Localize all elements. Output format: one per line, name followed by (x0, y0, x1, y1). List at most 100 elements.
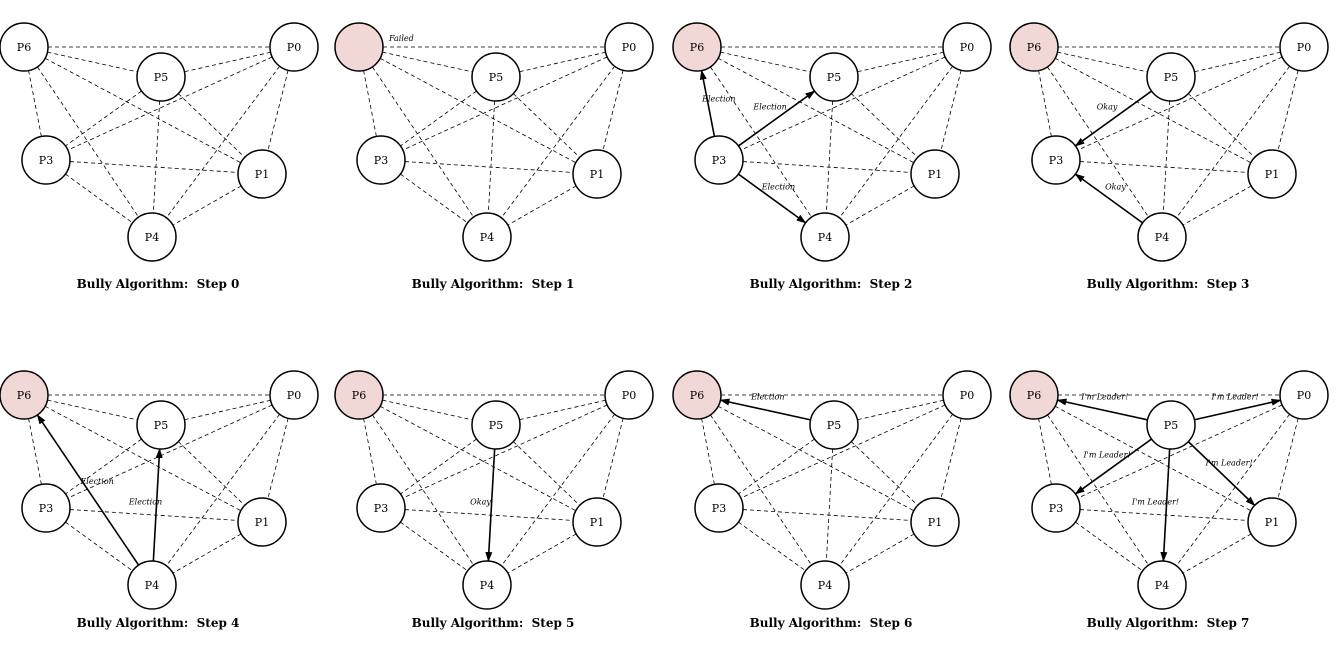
process-label: P3 (39, 154, 53, 167)
process-circle (471, 52, 521, 102)
connection-P5-P4 (825, 448, 834, 562)
message-label: Okay (1105, 183, 1126, 192)
process-node-P4: P4 (1137, 212, 1187, 262)
connection-P0-P1 (940, 418, 962, 499)
connection-P3-P1 (742, 161, 912, 173)
failed-process-circle (672, 22, 722, 72)
connection-P5-P1 (1188, 93, 1255, 158)
process-label: P6 (1027, 389, 1041, 402)
process-label: P1 (255, 516, 269, 529)
process-label: P1 (1265, 516, 1279, 529)
process-node-P1: P1 (572, 497, 622, 547)
process-circle (1279, 22, 1329, 72)
process-label: P3 (712, 154, 726, 167)
connection-P6-P3 (363, 70, 377, 137)
connection-P1-P4 (507, 185, 577, 226)
caption-step-3: Bully Algorithm: Step 3 (1086, 277, 1250, 291)
message-arrow-P4-P3 (1074, 173, 1144, 224)
message-arrow-P4-P6 (36, 414, 140, 566)
process-circle (1247, 497, 1297, 547)
process-label: P3 (39, 502, 53, 515)
connection-P3-P4 (738, 521, 806, 572)
process-node-P3: P3 (21, 135, 71, 185)
message-label: I'm Leader! (1082, 451, 1130, 460)
failed-process-circle (1009, 370, 1059, 420)
process-circle (809, 400, 859, 450)
connection-P1-P4 (845, 185, 915, 226)
process-circle (356, 135, 406, 185)
connection-P0-P3 (402, 56, 608, 151)
process-circle (1279, 370, 1329, 420)
connection-P1-P4 (172, 185, 242, 226)
connection-P6-P5 (47, 51, 138, 73)
connection-P0-P4 (166, 413, 280, 567)
process-circle (1146, 400, 1196, 450)
connection-P6-P3 (1038, 418, 1052, 485)
connection-lines (28, 46, 289, 226)
process-label: P0 (622, 41, 636, 54)
process-label: P4 (1155, 231, 1169, 244)
caption-step-2: Bully Algorithm: Step 2 (749, 277, 913, 291)
process-label: P1 (928, 168, 942, 181)
connection-P3-P1 (69, 509, 239, 521)
process-label: P0 (960, 389, 974, 402)
process-node-P4: P4 (462, 560, 512, 610)
connection-P6-P3 (701, 418, 715, 485)
message-arrow-P5-P0 (1194, 398, 1282, 421)
message-arrow-P5-P6 (1056, 398, 1148, 421)
process-label: P1 (590, 168, 604, 181)
process-node-P3: P3 (1031, 135, 1081, 185)
process-circle (910, 149, 960, 199)
message-label: Election (750, 392, 784, 401)
process-circle (572, 149, 622, 199)
caption-step-4: Bully Algorithm: Step 4 (76, 616, 240, 630)
process-node-P1: P1 (910, 149, 960, 199)
status-note: Failed (388, 34, 414, 43)
message-label: Okay (470, 497, 491, 506)
connection-P3-P4 (400, 173, 468, 224)
message-arrow-P5-P4 (1160, 448, 1171, 563)
process-node-P0: P0 (604, 22, 654, 72)
connection-P0-P5 (184, 51, 271, 73)
message-label: Election (79, 477, 113, 486)
failed-process-circle (1009, 22, 1059, 72)
process-node-P5: P5 (136, 400, 186, 450)
connection-P0-P1 (940, 70, 962, 151)
connection-P0-P1 (602, 70, 624, 151)
process-circle (694, 483, 744, 533)
process-label: P5 (154, 419, 168, 432)
connection-P3-P1 (1079, 509, 1249, 521)
connection-P0-P1 (267, 418, 289, 499)
failed-process-circle (334, 370, 384, 420)
process-circle (1247, 149, 1297, 199)
process-label: P4 (818, 579, 832, 592)
process-node-P4: P4 (800, 560, 850, 610)
process-label: P6 (690, 389, 704, 402)
process-node-P6: P6 (334, 370, 384, 420)
process-label: P3 (374, 502, 388, 515)
process-circle (809, 52, 859, 102)
process-circle (1137, 560, 1187, 610)
process-circle (237, 497, 287, 547)
process-node-P6: P6 (0, 370, 49, 420)
process-node-P1: P1 (572, 149, 622, 199)
failed-process-circle (334, 22, 384, 72)
message-arrow-P3-P4 (737, 173, 807, 224)
failed-process-circle (672, 370, 722, 420)
process-circle (127, 560, 177, 610)
message-arrow-P3-P6 (699, 69, 716, 137)
process-circle (1137, 212, 1187, 262)
process-node-P3: P3 (694, 135, 744, 185)
process-label: P0 (1297, 389, 1311, 402)
process-label: P3 (712, 502, 726, 515)
connection-P5-P3 (65, 90, 142, 147)
process-circle (356, 483, 406, 533)
process-node-P1: P1 (237, 497, 287, 547)
connection-P6-P1 (717, 405, 915, 512)
connection-P6-P1 (1054, 57, 1252, 164)
connection-lines (363, 394, 624, 574)
connection-P0-P5 (857, 51, 944, 73)
process-circle (21, 483, 71, 533)
